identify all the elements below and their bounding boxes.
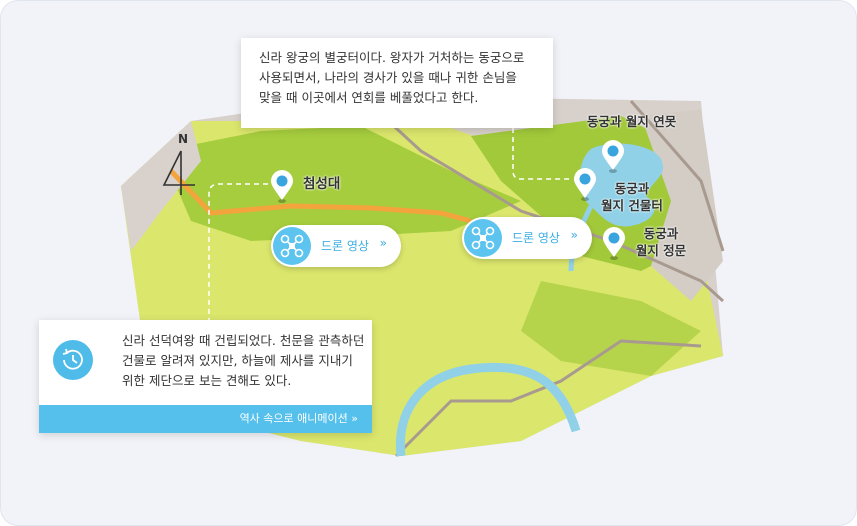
history-animation-label: 역사 속으로 애니메이션 » <box>239 412 358 425</box>
walking-path <box>169 169 472 224</box>
drone-video-button-cheomseongdae[interactable]: 드론 영상 » <box>271 225 401 267</box>
place-label-line: 월지 건물터 <box>601 198 663 213</box>
chevron-right-icon: » <box>379 236 387 250</box>
leader-line-cheomseongdae <box>208 183 268 320</box>
compass-label: N <box>178 132 189 146</box>
info-text-cheomseongdae: 신라 선덕여왕 때 건립되었다. 천문을 관측하던 건물로 알려져 있지만, 하… <box>122 331 367 391</box>
place-label-cheomseongdae[interactable]: 첨성대 <box>303 176 341 192</box>
drone-icon <box>464 219 502 257</box>
map-marker-icon[interactable] <box>573 168 597 202</box>
info-box-cheomseongdae: 신라 선덕여왕 때 건립되었다. 천문을 관측하던 건물로 알려져 있지만, 하… <box>39 320 372 433</box>
place-label-pond[interactable]: 동궁과 월지 연못 <box>587 114 677 129</box>
place-label-line: 동궁과 <box>643 226 679 241</box>
chevron-right-icon: » <box>570 228 578 242</box>
info-box-donggung: 신라 왕궁의 별궁터이다. 왕자가 거처하는 동궁으로 사용되면서, 나라의 경… <box>241 38 553 128</box>
place-label-gate[interactable]: 동궁과 월지 정문 <box>633 225 689 259</box>
info-line: 건물로 알려져 있지만, 하늘에 제사를 지내기 <box>122 353 353 368</box>
map-marker-icon[interactable] <box>602 227 626 261</box>
history-clock-icon <box>53 340 93 380</box>
map-green-area-bottom <box>521 281 701 376</box>
river <box>395 362 581 457</box>
info-line: 맞을 때 이곳에서 연회를 베풀었다고 한다. <box>259 90 479 105</box>
map-road <box>394 339 702 458</box>
info-line: 신라 선덕여왕 때 건립되었다. 천문을 관측하던 <box>122 333 365 348</box>
leader-line-building-site <box>512 128 573 180</box>
drone-video-button-donggung[interactable]: 드론 영상 » <box>462 217 592 259</box>
map-marker-icon[interactable] <box>601 140 625 174</box>
place-label-building-site[interactable]: 동궁과 월지 건물터 <box>597 180 667 214</box>
north-arrow-icon <box>162 150 195 195</box>
info-line: 사용되면서, 나라의 경사가 있을 때나 귀한 손님을 <box>259 70 517 85</box>
info-text-donggung: 신라 왕궁의 별궁터이다. 왕자가 거처하는 동궁으로 사용되면서, 나라의 경… <box>259 48 544 108</box>
drone-video-label: 드론 영상 <box>321 239 369 253</box>
place-label-line: 월지 정문 <box>635 243 687 258</box>
history-animation-button[interactable]: 역사 속으로 애니메이션 » <box>39 405 372 433</box>
place-label-line: 동궁과 <box>614 181 650 196</box>
pond <box>579 143 664 227</box>
map-tan-corner <box>641 109 723 301</box>
map-marker-icon[interactable] <box>270 170 294 204</box>
drone-icon <box>273 227 311 265</box>
info-line: 신라 왕궁의 별궁터이다. 왕자가 거처하는 동궁으로 <box>259 50 525 65</box>
map-road <box>629 100 725 252</box>
drone-video-label: 드론 영상 <box>512 231 560 245</box>
info-line: 위한 제단으로 보는 견해도 있다. <box>122 373 292 388</box>
